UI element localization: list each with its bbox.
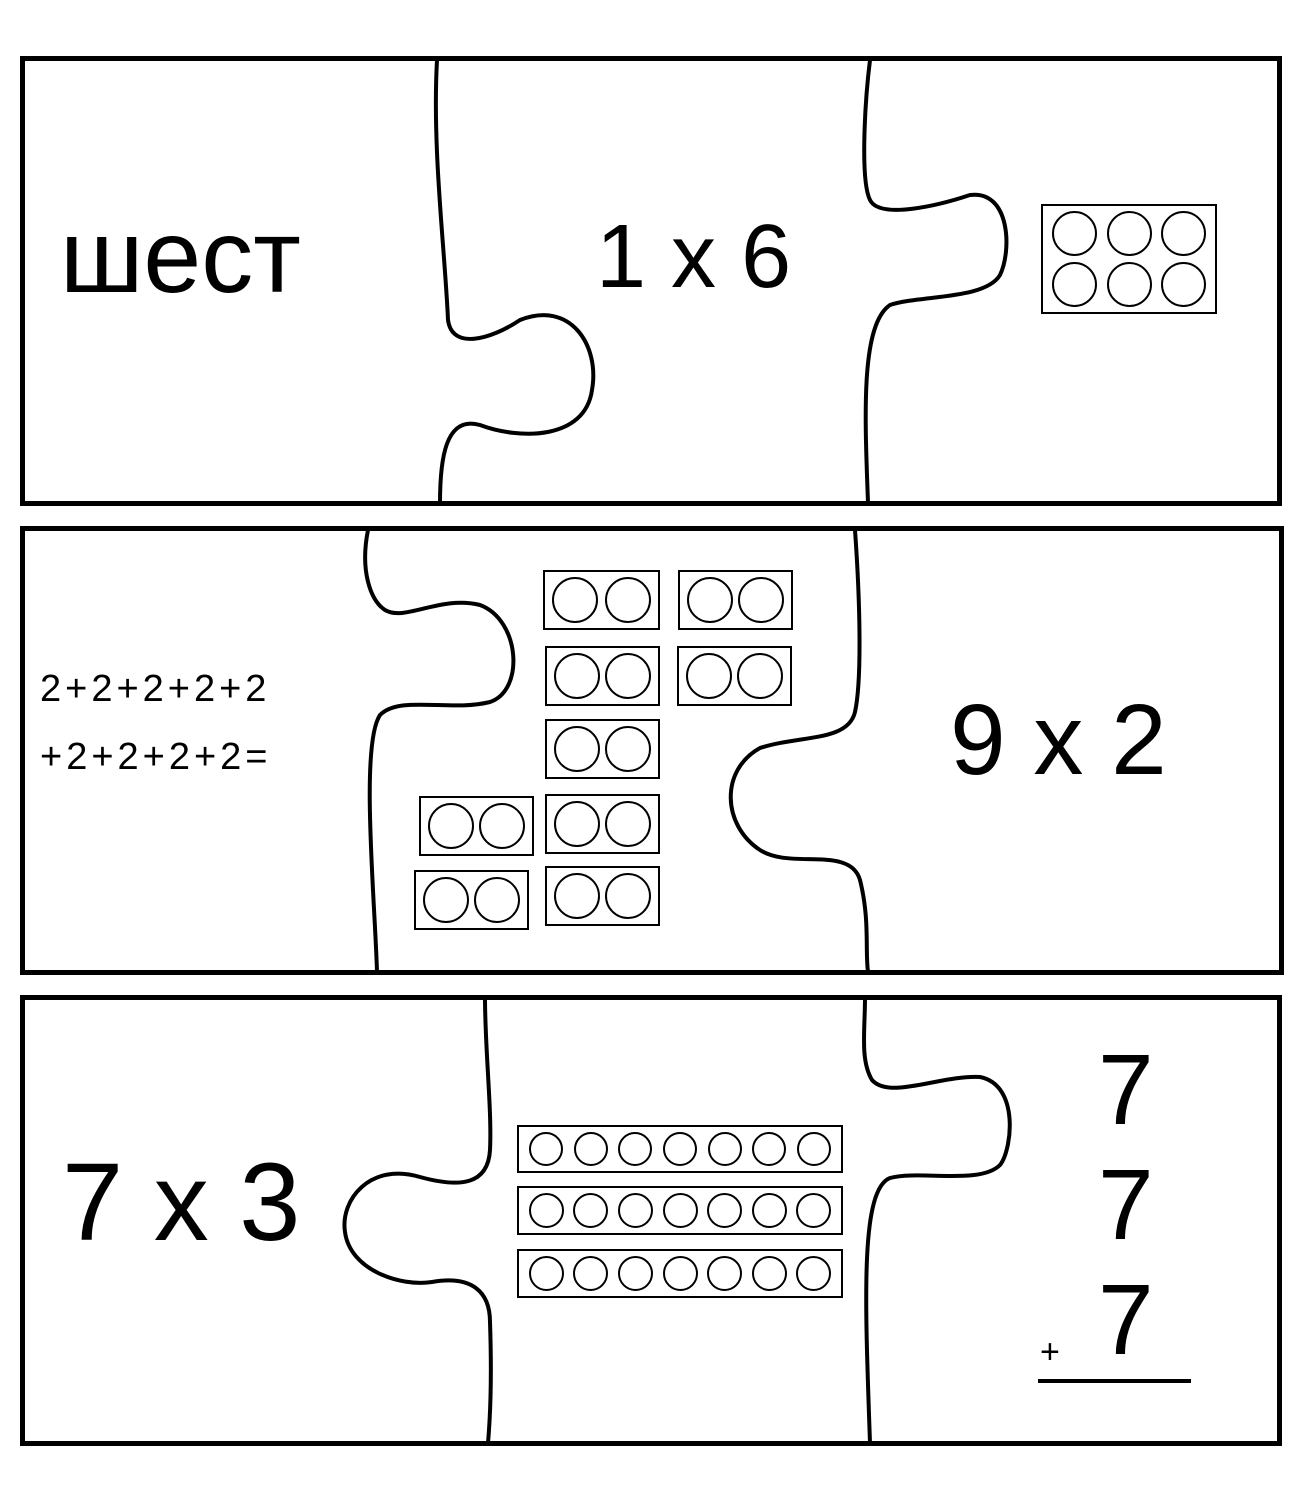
counting-block [414,870,529,930]
counter-circle [796,1256,832,1291]
counter-circle [553,801,600,847]
cut-line [433,59,596,504]
counter-circle [422,877,469,923]
multiplication-expression: 7 x 3 [62,1141,301,1264]
column-addend: 7 [1098,1034,1154,1146]
counter-circle [1052,211,1098,257]
number-word: шест [60,199,301,315]
counter-circle [796,1132,831,1166]
counter-circle [605,726,652,772]
counting-block [677,646,792,706]
counter-circle [618,1132,653,1166]
counter-circle [707,1193,743,1228]
counting-block [678,570,793,630]
counter-circle [605,653,652,699]
counter-circle [752,1132,787,1166]
counter-circle [662,1193,698,1228]
counting-block [545,719,660,779]
counter-circle [553,873,600,919]
counter-circle [553,726,600,772]
sum-line [1038,1379,1191,1383]
counting-block [545,866,660,926]
counting-block [545,646,660,706]
plus-sign: + [1040,1333,1060,1371]
counting-block [543,570,660,630]
column-addend: 7 [1098,1149,1154,1261]
counter-circle [529,1132,564,1166]
counting-block [517,1125,843,1173]
counter-circle [528,1256,564,1291]
counter-circle [552,577,599,623]
counter-circle [1106,261,1152,307]
multiplication-expression: 1 x 6 [596,207,792,307]
cut-line [342,997,493,1444]
counter-circle [1160,211,1206,257]
counter-circle [738,577,785,623]
column-addend: 7 [1098,1264,1154,1376]
counting-block [419,796,534,856]
counting-block [517,1186,843,1235]
puzzle-strip-2 [20,526,1284,975]
counter-circle [553,653,600,699]
counter-circle [663,1132,697,1166]
counting-block [545,794,660,854]
cut-line [862,997,1012,1444]
counter-circle [573,1132,608,1166]
counter-circle [707,1132,742,1166]
repeated-addition-line-2: +2+2+2+2= [40,736,272,778]
cut-line [728,529,870,973]
counter-circle [796,1193,832,1228]
counter-circle [604,577,651,623]
counter-circle [1106,211,1152,257]
counter-circle [479,803,526,849]
puzzle-strip-3 [20,995,1282,1446]
counter-circle [662,1256,698,1291]
counter-circle [751,1256,787,1291]
counter-circle [573,1193,609,1228]
cut-line [862,59,1009,504]
counter-circle [751,1193,787,1228]
counter-circle [737,653,784,699]
counter-circle [617,1193,653,1228]
counter-circle [528,1193,564,1228]
counter-circle [685,653,732,699]
counter-circle [617,1256,653,1291]
counting-block [517,1249,843,1298]
counter-circle [707,1256,743,1291]
counting-block [1041,204,1217,314]
cut-line [363,529,516,973]
counter-circle [573,1256,609,1291]
repeated-addition-line-1: 2+2+2+2+2 [40,668,271,710]
counter-circle [686,577,733,623]
counter-circle [605,873,652,919]
counter-circle [1052,261,1098,307]
counter-circle [474,877,521,923]
counter-circle [427,803,474,849]
counter-circle [605,801,652,847]
counter-circle [1160,261,1206,307]
multiplication-expression: 9 x 2 [950,684,1167,796]
